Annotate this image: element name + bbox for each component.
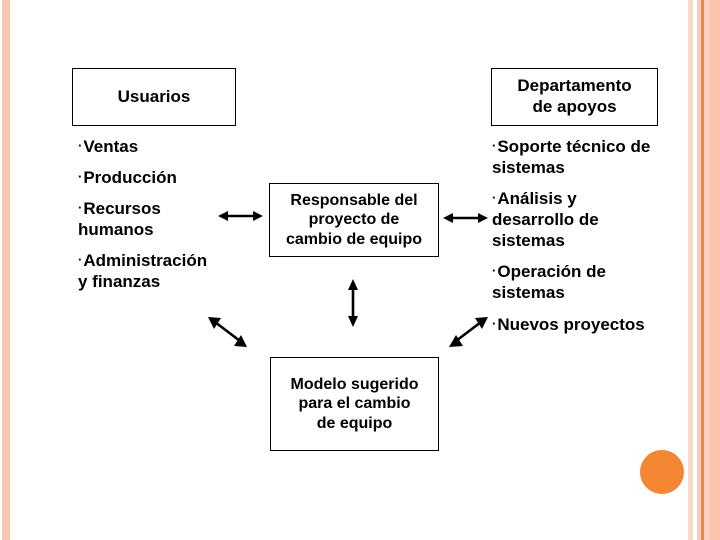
list-item-label: Producción — [83, 168, 177, 188]
box-responsable-proyecto: Responsable del proyecto de cambio de eq… — [269, 183, 439, 257]
left-bullet-list: ·Ventas ·Producción ·Recursos humanos ·A… — [78, 136, 263, 302]
list-item: ·Operación de sistemas — [492, 261, 677, 303]
bullet-dot-icon: · — [78, 200, 83, 216]
bullet-dot-icon: · — [78, 252, 83, 268]
right-accent-stripe-4 — [704, 0, 710, 540]
bullet-dot-icon: · — [78, 169, 83, 185]
right-accent-stripe-2 — [697, 0, 701, 540]
list-item-label: Operación de sistemas — [492, 262, 606, 303]
list-item: ·Nuevos proyectos — [492, 314, 677, 335]
list-item: ·Análisis y desarrollo de sistemas — [492, 188, 677, 251]
bullet-dot-icon: · — [492, 263, 497, 279]
list-item: ·Producción — [78, 167, 263, 188]
list-item: ·Administración y finanzas — [78, 250, 263, 292]
bullet-dot-icon: · — [492, 138, 497, 153]
bullet-dot-icon: · — [492, 315, 497, 331]
right-bullet-list: ·Soporte técnico de sistemas ·Análisis y… — [492, 136, 677, 345]
list-item-label: Ventas — [83, 137, 139, 156]
bottom-left-diagonal-double-arrow-icon — [208, 317, 247, 347]
list-item-label: Administración y finanzas — [78, 251, 208, 292]
list-item: ·Ventas — [78, 136, 263, 157]
bullet-dot-icon: · — [492, 190, 497, 206]
box-departamento-de-apoyos: Departamento de apoyos — [491, 68, 658, 126]
bullet-dot-icon: · — [78, 138, 83, 153]
list-item-label: Recursos humanos — [78, 199, 161, 240]
list-item: ·Soporte técnico de sistemas — [492, 136, 677, 178]
right-horizontal-double-arrow-icon — [443, 213, 488, 223]
center-vertical-double-arrow-icon — [348, 279, 358, 327]
right-accent-stripe-3 — [701, 0, 704, 540]
list-item-label: Soporte técnico de sistemas — [492, 137, 651, 178]
left-accent-stripe — [2, 0, 10, 540]
box-modelo-sugerido: Modelo sugerido para el cambio de equipo — [270, 357, 439, 451]
bottom-right-diagonal-double-arrow-icon — [449, 317, 488, 347]
right-accent-stripe-1 — [688, 0, 693, 540]
list-item: ·Recursos humanos — [78, 198, 263, 240]
box-usuarios: Usuarios — [72, 68, 236, 126]
right-accent-stripe-5 — [710, 0, 720, 540]
list-item-label: Nuevos proyectos — [497, 314, 645, 334]
list-item-label: Análisis y desarrollo de sistemas — [492, 189, 599, 251]
orange-circle-decoration — [640, 450, 684, 494]
